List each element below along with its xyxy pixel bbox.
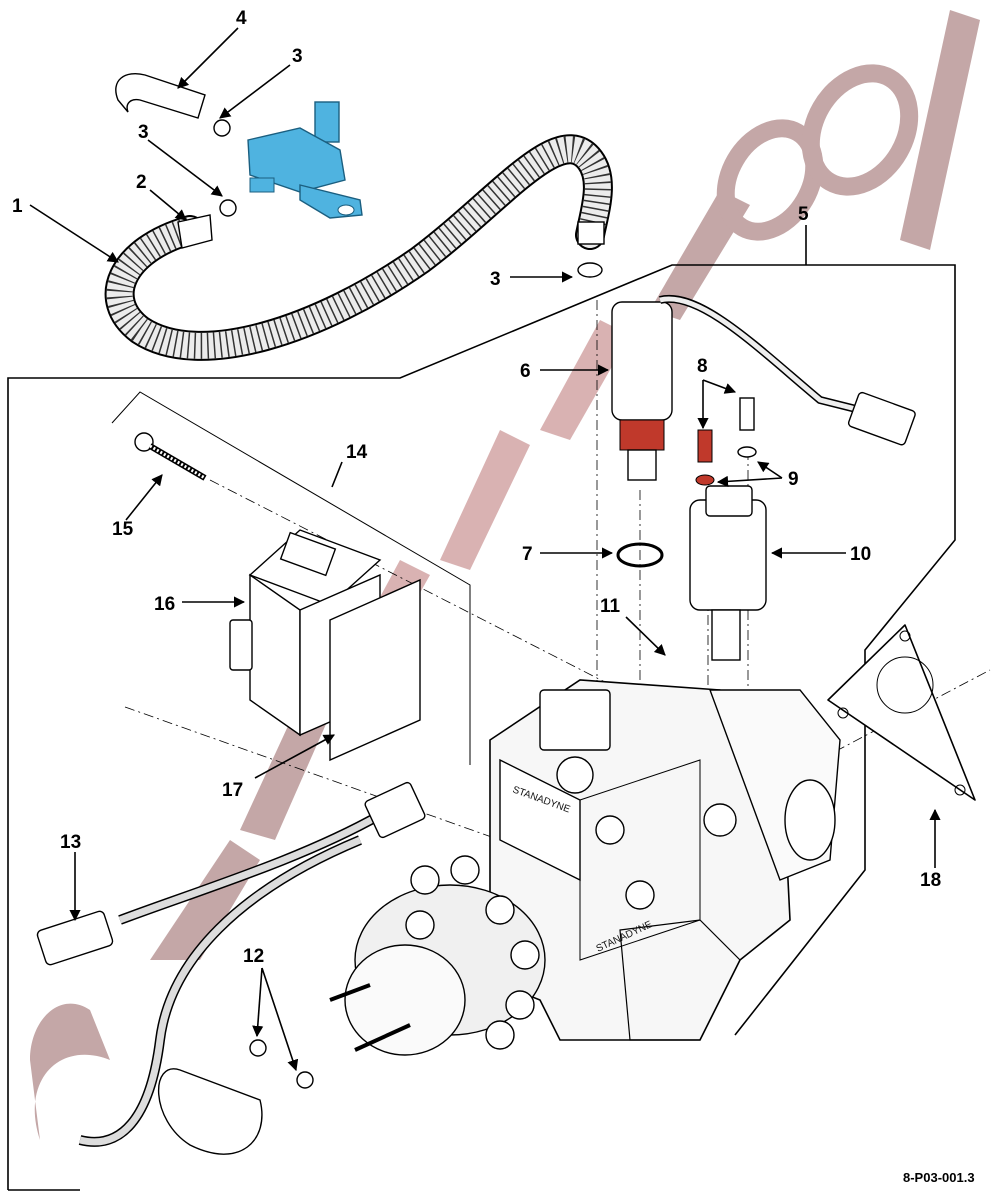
callout-15: 15 xyxy=(112,519,134,540)
callout-10: 10 xyxy=(850,544,871,565)
callout-5: 5 xyxy=(798,204,809,225)
callout-2: 2 xyxy=(136,172,147,193)
callout-3-upper-left: 3 xyxy=(138,122,149,143)
hose-clamps xyxy=(213,119,603,278)
callout-6: 6 xyxy=(520,361,531,382)
elbow-hose xyxy=(115,73,206,119)
kit-boundary xyxy=(7,264,956,1191)
leader-arrows xyxy=(29,27,941,1072)
gasket xyxy=(827,624,976,801)
callout-11: 11 xyxy=(600,596,621,617)
callout-1: 1 xyxy=(12,196,23,217)
callout-3-top: 3 xyxy=(292,46,303,67)
callout-7: 7 xyxy=(522,544,533,565)
callout-12: 12 xyxy=(243,946,264,967)
tee-fitting xyxy=(247,101,363,219)
callout-13: 13 xyxy=(60,832,81,853)
wiring-harness xyxy=(36,781,426,1155)
callout-18: 18 xyxy=(920,870,941,891)
callout-14: 14 xyxy=(346,442,368,463)
callout-9: 9 xyxy=(788,469,799,490)
long-screw xyxy=(134,432,207,481)
callouts: 1 2 3 3 3 4 5 6 7 8 9 10 11 12 13 14 15 … xyxy=(12,8,941,967)
callout-8: 8 xyxy=(697,356,708,377)
fuel-shutoff-solenoid xyxy=(611,294,916,481)
module-gasket xyxy=(329,578,421,762)
fuel-return-hose xyxy=(104,134,613,361)
timing-sensor xyxy=(689,485,767,661)
injection-pump xyxy=(329,679,841,1056)
o-ring xyxy=(616,542,664,568)
figure-reference: 8-P03-001.3 xyxy=(903,1170,975,1185)
screws-and-washers xyxy=(695,397,757,486)
callout-17: 17 xyxy=(222,780,243,801)
callout-16: 16 xyxy=(154,594,175,615)
callout-3-hose-end: 3 xyxy=(490,269,501,290)
callout-4: 4 xyxy=(236,8,247,29)
